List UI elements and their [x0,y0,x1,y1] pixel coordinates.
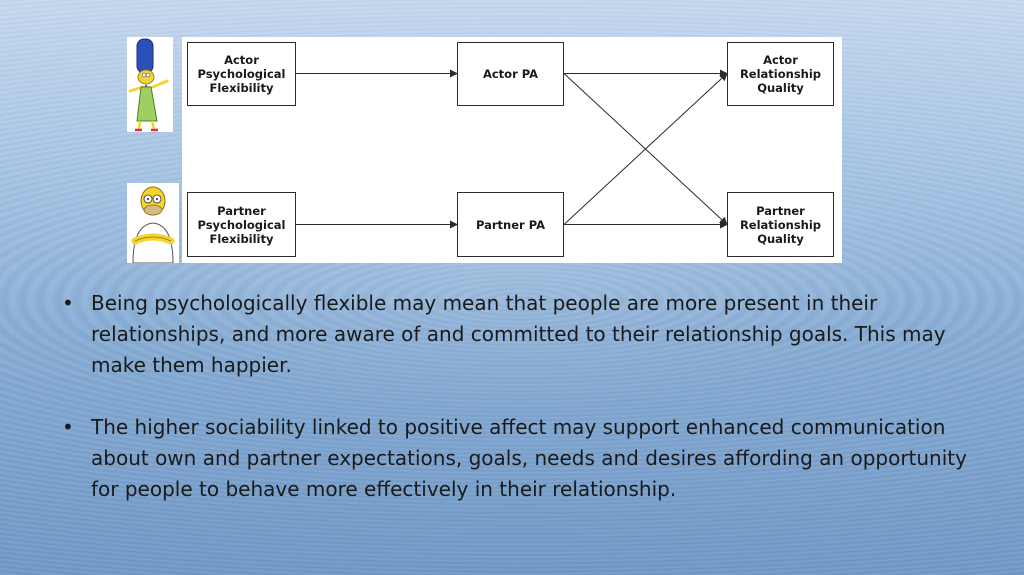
bullet-item: • The higher sociability linked to posit… [62,412,992,505]
arrow-partner-pa-to-actor-rq [563,72,728,225]
marge-illustration [127,37,173,132]
homer-icon [127,183,179,263]
diagram-arrows [296,69,728,229]
homer-illustration [127,183,179,263]
marge-icon [128,38,169,132]
node-partner-pa: Partner PA [457,192,564,257]
bullet-item: • Being psychologically flexible may mea… [62,288,992,381]
path-diagram: Actor Psychological Flexibility Actor PA… [182,37,842,263]
bullet-marker: • [62,291,74,315]
bullet-marker: • [62,415,74,439]
bullet-text: Being psychologically flexible may mean … [91,291,946,377]
node-actor-relationship-quality: Actor Relationship Quality [727,42,834,106]
node-actor-pa: Actor PA [457,42,564,106]
node-actor-psychological-flexibility: Actor Psychological Flexibility [187,42,296,106]
bullet-text: The higher sociability linked to positiv… [91,415,967,501]
node-partner-relationship-quality: Partner Relationship Quality [727,192,834,257]
bullet-list: • Being psychologically flexible may mea… [62,288,992,536]
node-partner-psychological-flexibility: Partner Psychological Flexibility [187,192,296,257]
